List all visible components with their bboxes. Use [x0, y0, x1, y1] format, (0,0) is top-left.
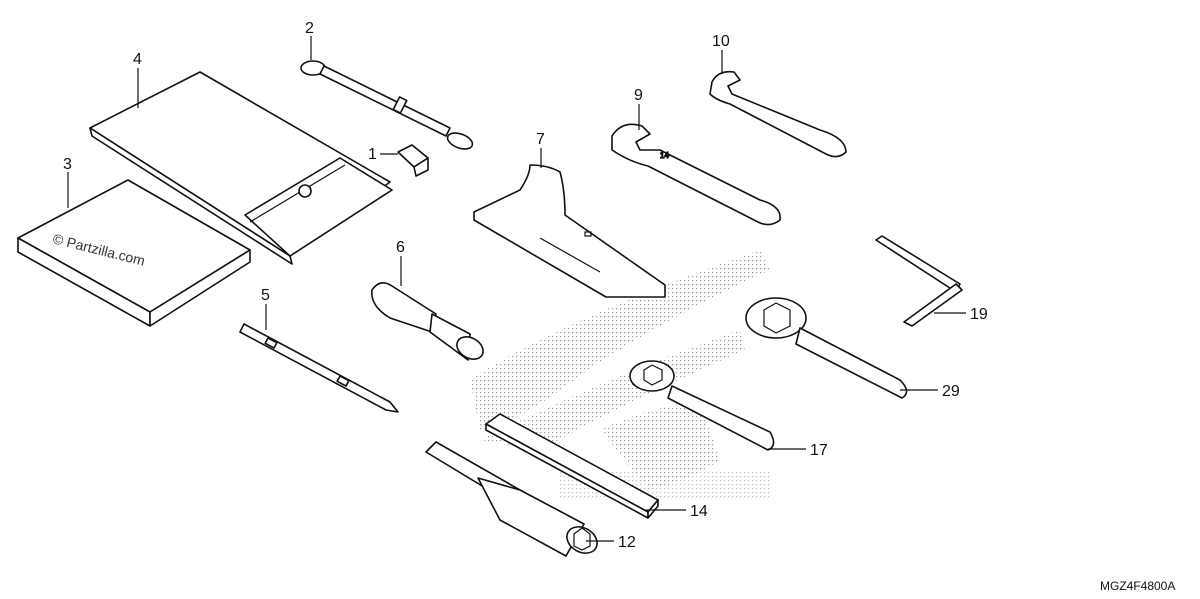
callout-7: 7 [536, 131, 545, 148]
callout-leaders [67, 36, 966, 542]
part-2-tool-strap [300, 60, 474, 150]
part-14-extension-bar [485, 413, 659, 519]
part-6-screwdriver-handle [371, 282, 484, 361]
callout-9: 9 [634, 87, 643, 104]
callout-10: 10 [712, 33, 730, 50]
part-5-screwdriver-bit [239, 323, 399, 413]
callout-numbers: 1 2 3 4 5 6 7 9 10 12 14 17 19 29 [63, 20, 988, 551]
part-12-socket-wrench [425, 441, 598, 557]
part-7-pin-spanner [473, 164, 666, 298]
diagram-code: MGZ4F4800A [1100, 579, 1175, 593]
part-29-box-wrench [745, 297, 908, 399]
part-3-owners-manual: © Partzilla.com [17, 179, 251, 327]
callout-5: 5 [261, 287, 270, 304]
callout-29: 29 [942, 383, 960, 400]
part-17-box-wrench [629, 360, 775, 451]
callout-4: 4 [133, 51, 142, 68]
part-10-small-wrench [709, 70, 847, 158]
callout-12: 12 [618, 534, 636, 551]
part-1-clip [397, 144, 429, 177]
callout-17: 17 [810, 442, 828, 459]
callout-14: 14 [690, 503, 708, 520]
callout-19: 19 [970, 306, 988, 323]
svg-text:14: 14 [660, 151, 669, 160]
part-4-tool-bag [89, 71, 393, 265]
callout-6: 6 [396, 239, 405, 256]
part-9-open-wrench: 14 [611, 123, 781, 226]
part-19-hex-key [875, 235, 963, 327]
callout-3: 3 [63, 156, 72, 173]
callout-2: 2 [305, 20, 314, 37]
callout-1: 1 [368, 146, 377, 163]
